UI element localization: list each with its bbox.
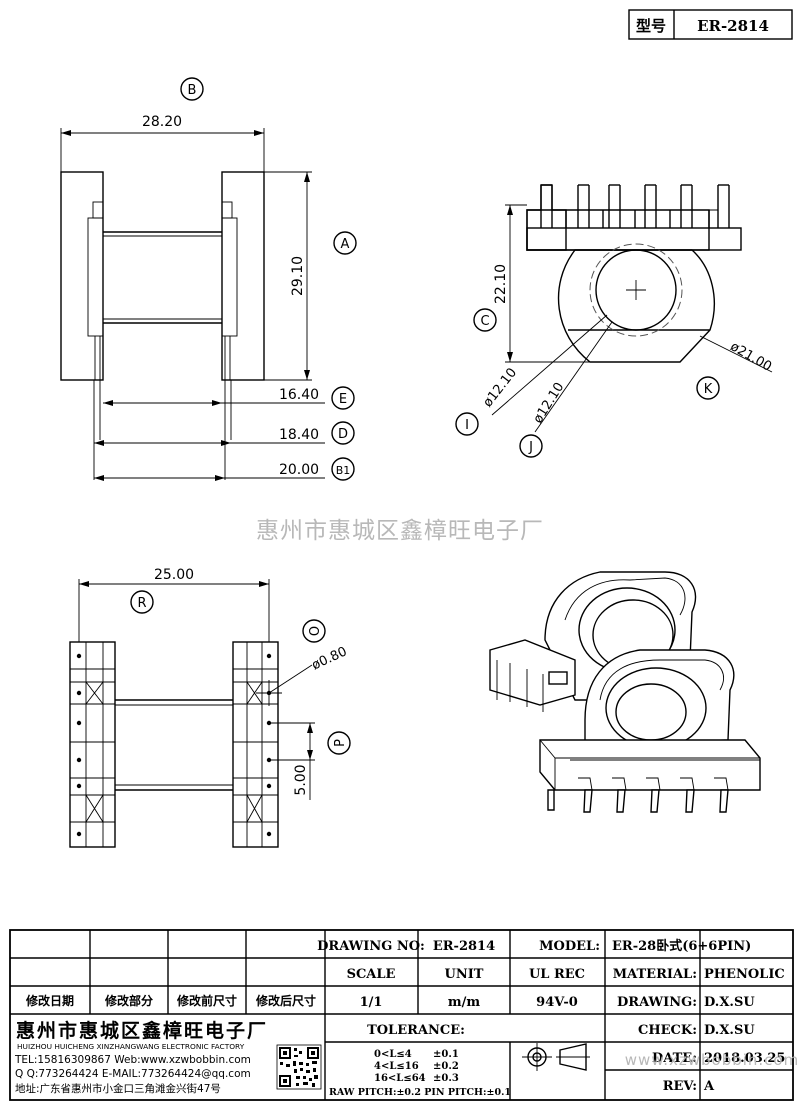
front-view: 28.20 B 29.10 A 16.40 E 18.40 D 20.00 B1 [60,77,357,481]
label-b: B [188,83,197,98]
date-value: 2018.03.25 [704,1051,785,1066]
company-qq: Q Q:773264424 E-MAIL:773264424@qq.com [15,1068,251,1080]
label-b1: B1 [336,464,351,477]
bottom-view: 25.00 R ø0.80 O 5.00 P [69,567,351,848]
label-r: R [137,596,146,611]
qr-code [276,1044,322,1090]
dim-o: ø0.80 [310,644,350,673]
drawing-label: DRAWING: [617,995,697,1010]
company-name-cn: 惠州市惠城区鑫樟旺电子厂 [16,1019,268,1042]
company-tel: TEL:15816309867 Web:www.xzwbobbin.com [14,1054,251,1066]
rev-header-before: 修改前尺寸 [176,993,237,1008]
tolerance-label: TOLERANCE: [367,1023,465,1038]
rev-header-after: 修改后尺寸 [255,993,316,1008]
check-value: D.X.SU [704,1023,755,1038]
dim-20-00: 20.00 [279,462,319,478]
dim-28-20: 28.20 [142,114,182,130]
dim-16-40: 16.40 [279,387,319,403]
label-c: C [480,314,489,329]
check-label: CHECK: [638,1023,697,1038]
label-j: J [528,440,533,455]
unit-label: UNIT [445,967,484,982]
tol-val-1: ±0.1 [433,1049,459,1060]
dim-k: ø21.00 [727,339,774,375]
side-view: 22.10 C ø12.10 I ø12.10 J ø21.00 K [455,184,774,458]
label-a: A [341,237,350,252]
type-label: 型号 [636,17,666,35]
projection-symbol [522,1043,590,1071]
dim-i: ø12.10 [480,365,520,410]
ul-label: UL REC [529,967,585,982]
scale-value: 1/1 [360,995,383,1010]
ul-value: 94V-0 [536,995,578,1010]
type-value: ER-2814 [697,17,769,35]
type-header: 型号 ER-2814 [628,9,793,40]
dim-5-00: 5.00 [293,764,309,795]
label-k: K [704,382,713,397]
model-label: MODEL: [539,939,600,954]
rev-header-part: 修改部分 [104,993,153,1008]
unit-value: m/m [448,995,481,1010]
pitch-tolerance: RAW PITCH:±0.2 PIN PITCH:±0.1 [329,1087,511,1098]
drawing-value: D.X.SU [704,995,755,1010]
label-d: D [338,427,348,442]
tol-range-1: 0<L≤4 [374,1049,412,1060]
tol-val-3: ±0.3 [433,1073,459,1084]
isometric-view [489,571,761,813]
date-label: DATE: [652,1051,697,1066]
label-e: E [339,392,347,407]
watermark-text: 惠州市惠城区鑫樟旺电子厂 [256,518,544,544]
dim-18-40: 18.40 [279,427,319,443]
rev-label: REV: [663,1079,697,1094]
dim-29-10: 29.10 [290,256,306,296]
tol-range-2: 4<L≤16 [374,1061,419,1072]
company-name-en: HUIZHOU HUICHENG XINZHANGWANG ELECTRONIC… [17,1042,245,1051]
title-block: 修改日期 修改部分 修改前尺寸 修改后尺寸 DRAWING NO: ER-281… [9,929,794,1101]
model-value: ER-28卧式(6+6PIN) [612,938,751,954]
tol-val-2: ±0.2 [433,1061,459,1072]
scale-label: SCALE [347,967,396,982]
rev-header-date: 修改日期 [25,993,74,1008]
label-o: O [308,626,323,636]
watermark-url: www.xzwbobbin.com [625,1051,799,1069]
company-address: 地址:广东省惠州市小金口三角滩金兴街47号 [15,1082,221,1095]
label-p: P [333,739,348,747]
tol-range-3: 16<L≤64 [374,1073,426,1084]
material-value: PHENOLIC [704,967,785,982]
dim-22-10: 22.10 [493,264,509,304]
material-label: MATERIAL: [613,967,697,982]
label-i: I [465,418,469,433]
drawing-no: ER-2814 [433,939,495,954]
dim-25-00: 25.00 [154,567,194,583]
dim-j: ø12.10 [531,380,568,426]
rev-value: A [703,1079,715,1094]
drawing-no-label: DRAWING NO: [317,939,425,954]
